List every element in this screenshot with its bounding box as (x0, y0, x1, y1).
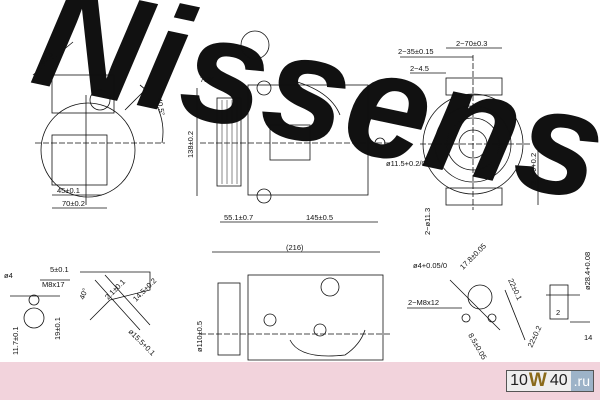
dim-label: 40.5° (155, 97, 167, 116)
dim-label: 2−ø11.3 (423, 208, 432, 235)
port-detail-b: 40° 2.1±0.1 14.5+0.2 ø15.5+0.1 (77, 271, 158, 357)
dim-label: 2−35±0.15 (398, 47, 434, 56)
dim-label: 5±0.1 (50, 265, 69, 274)
port-detail-d: ø28.4+0.08 2 14 (546, 252, 592, 342)
dim-label: 7PK (200, 75, 214, 84)
dim-label: 22±0.1 (506, 277, 524, 302)
compressor-top-view: (216) ø110±0.5 (195, 243, 390, 361)
dim-label: 22±0.2 (526, 324, 544, 349)
dim-label: 14.5+0.2 (131, 276, 158, 303)
dim-label: ø4 (4, 271, 13, 280)
dim-label: ø4+0.05/0 (413, 261, 447, 270)
dim-label: 145±0.5 (306, 213, 333, 222)
port-detail-c: ø4+0.05/0 17.8±0.05 2−M8x12 22±0.1 22±0.… (407, 241, 543, 361)
dim-label: 19±0.1 (53, 317, 62, 340)
dim-label: 138±0.2 (186, 131, 195, 158)
connector-end-view: 69.8 40.5° 45±0.1 70±0.2 (32, 41, 167, 209)
dim-label: ø11.5+0.2/0 (386, 159, 426, 168)
dim-label: 2−4.5 (410, 64, 429, 73)
dim-label: 2−70±0.3 (456, 39, 487, 48)
dim-label: ø110±0.5 (195, 321, 204, 352)
dim-label: 69.8 (38, 50, 55, 67)
compressor-side-view: 7PK 138±0.2 55.1±0.7 145±0.5 ø11.5+0.2/0 (186, 30, 426, 223)
port-detail-a: ø4 5±0.1 M8x17 11.7±0.1 19±0.1 (4, 265, 70, 355)
dim-label: 70±0.2 (62, 199, 85, 208)
dim-label: ø15.5+0.1 (127, 327, 157, 357)
dim-label: 14 (584, 333, 592, 342)
dim-label: 45±0.1 (57, 186, 80, 195)
dim-label: ø28.4+0.08 (583, 252, 592, 290)
dim-label: 17.8±0.05 (458, 241, 488, 271)
dim-label: 8.5±0.05 (466, 332, 488, 362)
logo-domain: .ru (570, 371, 593, 391)
logo-w: W (528, 370, 547, 391)
dim-label: (216) (286, 243, 304, 252)
dim-label: M8x17 (42, 280, 65, 289)
compressor-front-view: 2−70±0.3 2−35±0.15 2−4.5 2−ø9+0.2 2−ø11.… (398, 39, 539, 235)
dim-label: 2 (556, 308, 560, 317)
dim-label: 55.1±0.7 (224, 213, 253, 222)
logo-prefix: 10 (510, 372, 528, 389)
pink-band (0, 362, 600, 400)
dim-label: 11.7±0.1 (11, 326, 20, 355)
dim-label: 40° (77, 287, 89, 301)
dim-label: 2−ø9+0.2 (529, 153, 538, 185)
logo-suffix: 40 (549, 372, 568, 389)
dim-label: 2.1±0.1 (103, 277, 127, 301)
dim-label: 2−M8x12 (408, 298, 439, 307)
